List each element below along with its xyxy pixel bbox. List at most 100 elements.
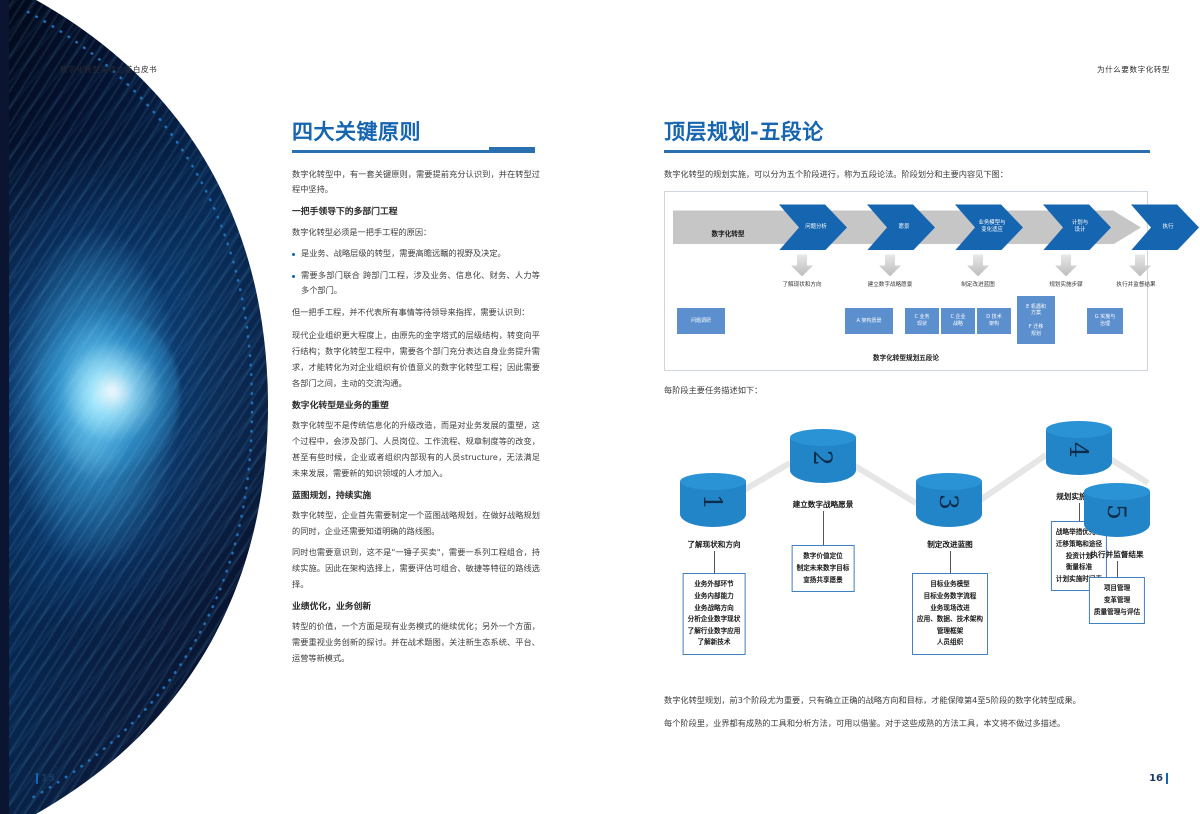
stage-detail-box-1: 业务外部环节 业务内部能力 业务战略方向 分析企业数字现状 了解行业数字应用 了…: [682, 573, 746, 655]
folio-right: 16: [1149, 773, 1168, 784]
stage-number-1: 1: [698, 494, 728, 511]
sub-box-row: 问题调研 A 架构愿景 C 业务 现状 C 企业 战略 D 技术 架构 E 机遇…: [673, 296, 1141, 348]
process-caption-5: 执行并监督结果: [1116, 282, 1156, 289]
folio-right-number: 16: [1149, 773, 1163, 784]
page-edge-bar: [0, 0, 9, 814]
stage-4-item-3: 投资计划: [1065, 551, 1093, 560]
right-column: 顶层规划-五段论 数字化转型的规划实施，可以分为五个阶段进行，称为五段论法。阶段…: [664, 122, 1199, 739]
down-arrow-1: [791, 254, 813, 277]
folio-bar-icon-right: [1166, 773, 1168, 784]
sub-box-architecture-vision: A 架构愿景: [845, 308, 893, 335]
caption-row: 了解现状和方向 建立数字战略愿景 制定改进蓝图 规划实施步骤 执行并监督结果: [673, 280, 1155, 292]
stage-number-3: 3: [934, 494, 964, 511]
stage-number-4: 4: [1064, 442, 1094, 459]
closing-paragraph-2: 每个阶段里，业界都有成熟的工具和分析方法，可用以借鉴。对于这些成熟的方法工具，本…: [664, 718, 1066, 729]
right-page: 为什么要数字化转型 顶层规划-五段论 数字化转型的规划实施，可以分为五个阶段进行…: [600, 0, 1200, 814]
stage-name-3: 制定改进蓝图: [927, 540, 973, 550]
stage-name-1: 了解现状和方向: [687, 540, 741, 550]
cylinder-top-1: [680, 473, 746, 491]
stage-detail-box-2: 数字价值定位 制定未来数字目标 宣扬共享愿景: [791, 545, 855, 593]
closing-paragraph-1: 数字化转型规划，前3个阶段尤为重要，只有确立正确的战略方向和目标，才能保障第4至…: [664, 695, 1081, 706]
stage-name-4: 规划实施步骤: [1056, 492, 1102, 502]
sub-box-problem-survey: 问题调研: [677, 308, 725, 335]
stage-2-item-2: 制定未来数字目标: [796, 564, 850, 572]
sub-box-opportunity-migration: E 机遇和 方案 F 迁移 规划: [1017, 296, 1055, 345]
down-arrow-2: [879, 254, 901, 277]
cylinder-top-4: [1046, 421, 1112, 439]
folio-left-number: 15: [41, 773, 55, 784]
chevron-stage-3-label: 业务模型与 变化适应: [978, 219, 1006, 234]
photo-arc-mask: [36, 0, 300, 814]
stage-stem-4: [1079, 503, 1080, 522]
sub-box-enterprise-strategy: C 企业 战略: [941, 308, 975, 335]
stage-1-item-3: 业务战略方向: [694, 603, 734, 612]
stage-3-item-3: 业务现场改进: [930, 603, 970, 612]
stage-4-item-5: 计划实施时间表: [1055, 574, 1103, 583]
stage-stem-5: [1117, 561, 1118, 578]
stage-number-5: 5: [1102, 504, 1132, 521]
cylinder-top-3: [916, 473, 982, 491]
subheading-2: 数字化转型是业务的重塑: [292, 401, 389, 412]
photo-dot-arc: [26, 10, 254, 802]
section-1-lead: 数字化转型必须是一把手工程的原因：: [292, 226, 432, 237]
intro-paragraph: 数字化转型中，有一套关键原则，需要提前充分认识到，并在转型过程中坚持。: [292, 168, 540, 195]
stage-detail-box-3: 目标业务模型 目标业务数字流程 业务现场改进 应用、数据、技术架构 管理框架 人…: [912, 573, 988, 655]
stage-4-item-2: 迁移策略和途径: [1055, 540, 1103, 548]
subheading-4: 业绩优化，业务创新: [292, 602, 372, 613]
cylinder-top-5: [1084, 483, 1150, 501]
folio-left: 15: [36, 773, 55, 784]
stage-4-item-1: 战略举措优先级: [1055, 528, 1103, 537]
stage-intro-paragraph: 每阶段主要任务描述如下：: [664, 385, 763, 396]
left-page: 数字化转型实现之道白皮书 四大关键原则 数字化转型中，有一套关键原则，需要提前充…: [0, 0, 540, 814]
sub-box-business-status: C 业务 现状: [905, 308, 939, 335]
stage-3-item-5: 管理框架: [936, 626, 964, 635]
title-rule: [292, 147, 535, 153]
stage-number-2: 2: [808, 450, 838, 467]
folio-bar-icon: [36, 773, 38, 784]
process-caption-2: 建立数字战略愿景: [867, 282, 913, 289]
stage-stem-3: [950, 551, 951, 574]
section-3-paragraph-2: 同时也需要意识到，这不是"一锤子买卖"，需要一系列工程组合，持续实施。因此在架构…: [292, 547, 540, 590]
stage-cylinder-4: 4: [1046, 421, 1112, 483]
stage-stem-1: [714, 551, 715, 574]
section-4-paragraph-1: 转型的价值，一个方面是现有业务模式的继续优化；另外一个方面，需要重视业务创新的探…: [292, 621, 540, 664]
process-track-label: 数字化转型: [711, 230, 745, 239]
process-figure-caption: 数字化转型规划五段论: [873, 354, 939, 363]
page-title: 四大关键原则: [292, 120, 421, 144]
chevron-row: 数字化转型 问题分析 愿景 业务模型与 变化适应 计划与 设计: [673, 204, 1199, 251]
down-arrow-5: [1129, 254, 1151, 277]
stage-3-item-6: 人员组织: [936, 638, 964, 647]
stage-1-item-2: 业务内部能力: [694, 592, 734, 600]
chevron-stage-5-label: 执行: [1162, 223, 1174, 230]
chevron-stage-2-label: 愿景: [898, 223, 910, 230]
process-caption-4: 规划实施步骤: [1049, 282, 1083, 289]
stage-1-item-6: 了解新技术: [697, 638, 731, 647]
section-1-bullet-1: 是业务、战略层级的转型，需要高瞻远瞩的视野及决定。: [292, 246, 540, 262]
stage-1-item-5: 了解行业数字应用: [687, 626, 741, 635]
right-intro-paragraph: 数字化转型的规划实施，可以分为五个阶段进行，称为五段论法。阶段划分和主要内容见下…: [664, 168, 1008, 179]
chevron-stage-4-label: 计划与 设计: [1071, 219, 1089, 234]
stage-cylinder-3: 3: [916, 473, 982, 535]
stage-4-item-4: 衡量标准: [1065, 563, 1093, 572]
stage-3-item-4: 应用、数据、技术架构: [917, 615, 983, 624]
left-column: 四大关键原则 数字化转型中，有一套关键原则，需要提前充分认识到，并在转型过程中坚…: [292, 122, 540, 674]
stage-3-item-2: 目标业务数字流程: [923, 592, 977, 600]
chevron-stage-5: 执行: [1131, 204, 1199, 251]
five-stage-figure: 1 了解现状和方向 业务外部环节 业务内部能力 业务战略方向 分析企业数字现状 …: [664, 411, 1150, 689]
stage-cylinder-2: 2: [790, 429, 856, 491]
stage-1-item-4: 分析企业数字现状: [687, 615, 741, 624]
process-caption-1: 了解现状和方向: [782, 282, 822, 289]
cover-photo: [0, 0, 300, 814]
running-header-left: 数字化转型实现之道白皮书: [60, 65, 158, 74]
process-caption-3: 制定改进蓝图: [961, 282, 995, 289]
section-1-paragraph-1: 但一把手工程，并不代表所有事情等待领导来指挥，需要认识到：: [292, 307, 530, 318]
subheading-3: 蓝图规划，持续实施: [292, 491, 372, 502]
sub-box-technology-architecture: D 技术 架构: [977, 308, 1011, 335]
stage-name-5: 执行并监督结果: [1090, 550, 1144, 560]
stage-2-item-3: 宣扬共享愿景: [803, 575, 843, 584]
stage-3-item-1: 目标业务模型: [930, 580, 970, 589]
stage-cylinder-1: 1: [680, 473, 746, 535]
glow-core: [30, 310, 180, 480]
cylinder-top-2: [790, 429, 856, 447]
